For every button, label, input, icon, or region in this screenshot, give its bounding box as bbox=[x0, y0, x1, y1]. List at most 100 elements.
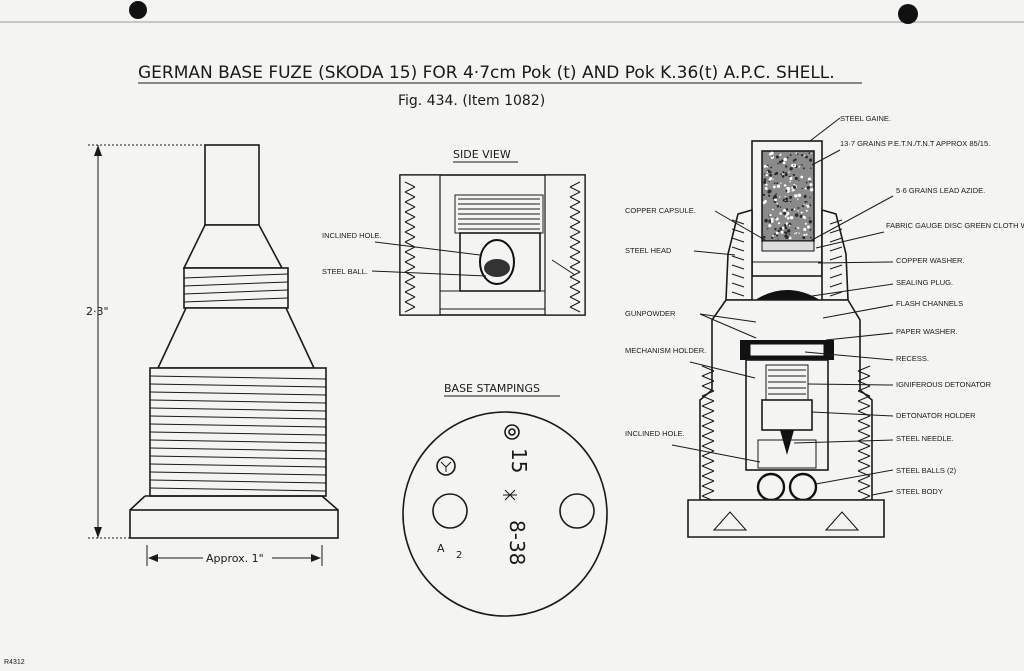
explosive-speckle bbox=[805, 204, 808, 207]
stamp-a: A bbox=[437, 542, 445, 555]
thread-line bbox=[829, 291, 843, 297]
explosive-speckle bbox=[766, 171, 769, 173]
thread-line bbox=[857, 405, 871, 412]
thread-line bbox=[857, 475, 871, 482]
thread-line bbox=[569, 246, 581, 253]
explosive-speckle bbox=[782, 171, 785, 174]
thread-line bbox=[829, 282, 843, 288]
explosive-speckle bbox=[809, 236, 812, 239]
width-dimension-label: Approx. 1" bbox=[206, 552, 264, 565]
explosive-speckle bbox=[776, 184, 781, 188]
explosive-speckle bbox=[797, 198, 799, 200]
explosive-speckle bbox=[769, 177, 773, 180]
thread-line bbox=[857, 430, 871, 437]
explosive-speckle bbox=[803, 194, 807, 198]
explosive-speckle bbox=[798, 179, 800, 182]
label-copper-capsule: COPPER CAPSULE. bbox=[625, 206, 696, 215]
explosive-speckle bbox=[786, 216, 790, 220]
explosive-speckle bbox=[793, 208, 796, 211]
thread-line bbox=[857, 485, 871, 492]
thread-line bbox=[701, 435, 715, 442]
explosive-speckle bbox=[792, 185, 797, 189]
explosive-speckle bbox=[798, 166, 800, 168]
explosive-speckle bbox=[809, 228, 812, 231]
explosive-speckle bbox=[786, 156, 789, 159]
explosive-speckle bbox=[809, 196, 811, 198]
explosive-speckle bbox=[773, 182, 776, 184]
thread-line bbox=[404, 281, 416, 288]
explosive-speckle bbox=[798, 232, 800, 234]
explosive-speckle bbox=[779, 196, 781, 198]
thread-line bbox=[149, 439, 327, 444]
thread-line bbox=[569, 221, 581, 228]
explosive-speckle bbox=[776, 202, 779, 205]
thread-line bbox=[731, 255, 745, 261]
explosive-speckle bbox=[797, 210, 799, 212]
thread-line bbox=[149, 463, 327, 468]
thread-line bbox=[857, 435, 871, 442]
explosive-speckle bbox=[774, 227, 777, 231]
explosive-speckle bbox=[797, 207, 800, 209]
label-inclined-hole: INCLINED HOLE. bbox=[625, 429, 685, 438]
explosive-speckle bbox=[794, 194, 798, 198]
explosive-speckle bbox=[783, 158, 786, 160]
thread-line bbox=[569, 276, 581, 283]
thread-line bbox=[149, 455, 327, 460]
explosive-speckle bbox=[780, 173, 783, 176]
thread-line bbox=[404, 226, 416, 233]
label-copper-washer: COPPER WASHER. bbox=[896, 256, 964, 265]
thread-line bbox=[404, 296, 416, 303]
thread-line bbox=[857, 420, 871, 427]
thread-line bbox=[149, 391, 327, 396]
explosive-speckle bbox=[773, 195, 777, 199]
thread-line bbox=[701, 460, 715, 467]
thread-line bbox=[701, 450, 715, 457]
explosive-speckle bbox=[797, 226, 800, 230]
thread-line bbox=[857, 365, 871, 372]
explosive-speckle bbox=[769, 173, 773, 177]
explosive-speckle bbox=[783, 223, 787, 227]
thread-line bbox=[404, 196, 416, 203]
explosive-speckle bbox=[784, 215, 787, 218]
explosive-speckle bbox=[791, 190, 793, 192]
thread-line bbox=[701, 470, 715, 477]
thread-line bbox=[569, 236, 581, 243]
explosive-speckle bbox=[764, 218, 768, 223]
explosive-speckle bbox=[784, 226, 787, 229]
thread-line bbox=[569, 261, 581, 268]
thread-line bbox=[701, 455, 715, 462]
thread-line bbox=[404, 291, 416, 298]
explosive-speckle bbox=[801, 163, 803, 166]
explosive-speckle bbox=[802, 167, 805, 170]
explosive-speckle bbox=[785, 235, 789, 239]
explosive-speckle bbox=[795, 232, 798, 234]
thread-line bbox=[404, 236, 416, 243]
explosive-speckle bbox=[806, 225, 810, 229]
thread-line bbox=[701, 375, 715, 382]
explosive-speckle bbox=[771, 155, 773, 157]
sectional-view-drawing bbox=[687, 140, 885, 538]
explosive-speckle bbox=[784, 195, 786, 198]
binding-hole bbox=[898, 4, 918, 24]
thread-line bbox=[569, 196, 581, 203]
explosive-speckle bbox=[799, 214, 803, 218]
thread-line bbox=[701, 385, 715, 392]
thread-line bbox=[857, 375, 871, 382]
explosive-speckle bbox=[768, 194, 771, 197]
thread-line bbox=[569, 251, 581, 258]
explosive-speckle bbox=[785, 208, 789, 211]
thread-line bbox=[701, 390, 715, 397]
thread-line bbox=[149, 431, 327, 436]
thread-line bbox=[569, 256, 581, 263]
explosive-speckle bbox=[788, 224, 791, 227]
explosive-speckle bbox=[805, 155, 808, 159]
explosive-speckle bbox=[809, 187, 814, 192]
explosive-speckle bbox=[810, 152, 812, 155]
thread-line bbox=[701, 485, 715, 492]
explosive-speckle bbox=[808, 219, 813, 224]
label-steel-gaine: STEEL GAINE. bbox=[840, 114, 891, 123]
thread-line bbox=[569, 266, 581, 273]
label-lead-azide: 5·6 GRAINS LEAD AZIDE. bbox=[896, 186, 985, 195]
explosive-speckle bbox=[764, 187, 768, 190]
